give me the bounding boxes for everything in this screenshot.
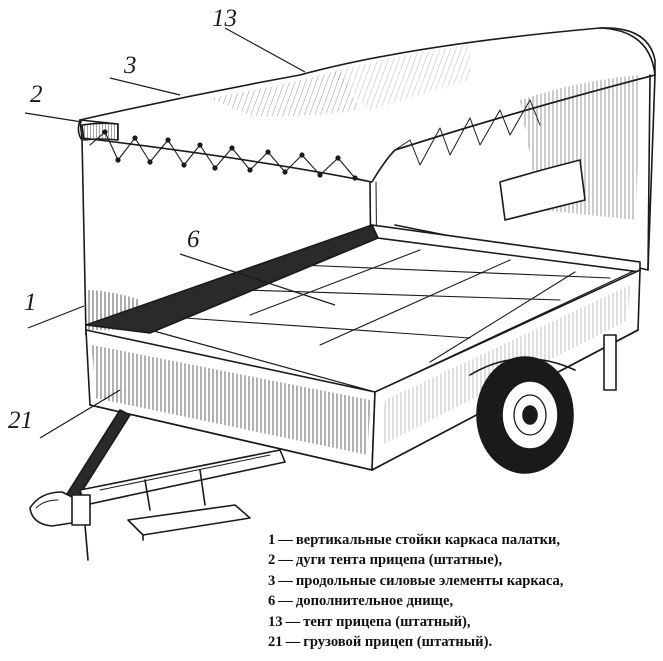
legend-number: 2 [268,552,276,569]
legend-text: вертикальные стойки каркаса палатки, [295,532,561,548]
legend-dash: — [285,634,301,651]
callout-6: 6 [187,226,200,253]
legend-text: тент прицепа (штатный), [303,613,471,630]
callout-21: 21 [8,407,33,434]
grommets [102,129,358,181]
roof-hatching [210,70,360,117]
legend-number: 1 [268,532,276,548]
drawbar [29,409,286,561]
legend-item: 1—вертикальные стойки каркаса палатки, [268,530,660,550]
callout-2: 2 [30,81,43,108]
leader-lines [24,27,336,439]
legend-number: 21 [268,634,283,651]
legend-item: 13—тент прицепа (штатный), [268,612,660,632]
coupling-head [29,491,79,527]
step-plate [127,504,251,536]
legend-item: 2—дуги тента прицепа (штатные), [268,550,660,570]
wheel [476,356,574,474]
legend-number: 3 [268,572,276,589]
rear-window [499,159,586,221]
legend-dash: — [278,532,293,548]
callout-3: 3 [124,52,137,79]
callout-13: 13 [212,5,237,32]
legend-text: продольные силовые элементы каркаса, [295,572,564,589]
legend-dash: — [285,613,301,630]
legend-text: дополнительное днище, [295,593,454,610]
vertical-post-rear-right [647,74,651,271]
callout-1: 1 [24,289,37,316]
legend-number: 6 [268,593,276,610]
legend: 1—вертикальные стойки каркаса палатки, 2… [268,530,660,652]
legend-dash: — [278,552,293,569]
legend-dash: — [278,593,293,610]
lacing-rope [89,131,373,183]
legend-item: 6—дополнительное днище, [268,591,660,611]
legend-text: дуги тента прицепа (штатные), [295,552,503,569]
legend-item: 3—продольные силовые элементы каркаса, [268,571,660,591]
legend-dash: — [278,572,293,589]
legend-number: 13 [268,613,283,630]
vertical-post-front-left [81,137,87,336]
legend-text: грузовой прицеп (штатный). [303,634,493,651]
legend-item: 21—грузовой прицеп (штатный). [268,632,660,652]
